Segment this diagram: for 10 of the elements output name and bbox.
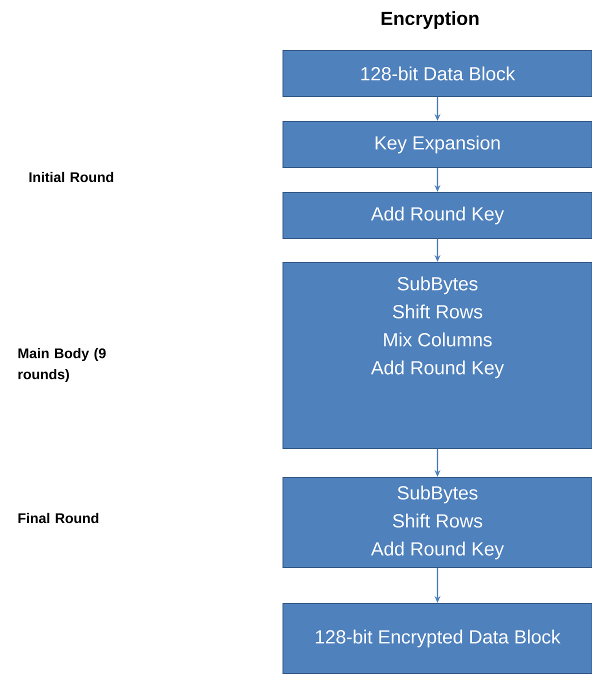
title: Encryption — [382, 11, 478, 29]
process-box: SubBytes Shift Rows Mix Columns Add Round Key — [282, 262, 592, 449]
stage-label: Initial Round — [29, 172, 114, 182]
stage-label: Final Round — [18, 512, 98, 524]
stage-label: Main Body (9 rounds) — [18, 348, 106, 382]
process-box: Add Round Key — [282, 192, 592, 239]
process-box: SubBytes Shift Rows Add Round Key — [282, 477, 592, 568]
process-box: Key Expansion — [282, 121, 592, 168]
process-box: 128-bit Data Block — [282, 50, 592, 97]
process-box: 128-bit Encrypted Data Block — [282, 603, 592, 674]
